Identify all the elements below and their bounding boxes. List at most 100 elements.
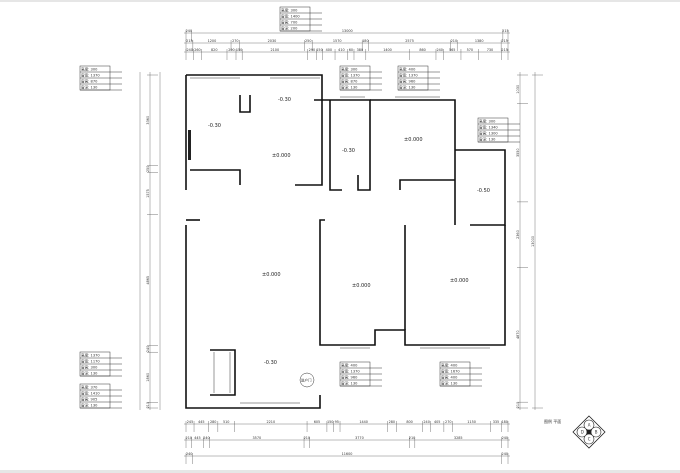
compass-icon: A B C D <box>572 415 606 449</box>
dimension-value: 280 <box>389 420 395 424</box>
legend-line: 高度: 300 <box>341 67 358 72</box>
scale-note: 图例 平面 <box>544 418 561 424</box>
legend-line: 高度: 1370 <box>81 353 100 358</box>
level-living-main: ±0.000 <box>262 272 281 278</box>
dimension-value: 240 <box>423 420 429 424</box>
dimension-value: 215 <box>186 39 192 43</box>
dimension-value: 240 <box>186 452 192 456</box>
dimension-value: 150 <box>236 48 242 52</box>
dimension-value: 13000 <box>342 29 353 33</box>
dimension-lines <box>139 30 543 464</box>
dimension-value: 3770 <box>355 436 364 440</box>
dimension-value: 240 <box>186 48 192 52</box>
dimension-value: 2210 <box>266 420 275 424</box>
level-balcony: -0.30 <box>264 360 277 366</box>
dimension-value: 400 <box>326 48 332 52</box>
dimension-value: 240 <box>146 346 150 352</box>
dimension-value: 215 <box>502 29 508 33</box>
legend-line: 窗高: 300 <box>81 365 98 370</box>
legend-line: 窗高: 905 <box>81 397 97 402</box>
legend-line: 窗高: 960 <box>399 79 416 84</box>
dimension-value: 860 <box>419 48 425 52</box>
legend-line: 窗宽: 1370 <box>341 369 360 374</box>
dimension-value: 1440 <box>359 420 368 424</box>
level-living-top: ±0.000 <box>272 153 291 159</box>
dimension-value: 240 <box>186 29 192 33</box>
legend-line: 窗深: 200 <box>281 26 298 31</box>
legend-line: 高度: 300 <box>479 119 496 124</box>
dimension-value: 605 <box>314 420 320 424</box>
legend-line: 窗宽: 1670 <box>441 369 460 374</box>
dimension-value: 2100 <box>270 48 279 52</box>
dimension-value: 2030 <box>268 39 277 43</box>
entry-door-label: 进户门 <box>301 378 312 383</box>
legend-line: 窗深: 130 <box>81 371 98 376</box>
top-border <box>0 0 680 2</box>
dimension-value: 270 <box>445 420 451 424</box>
dimension-value: 380 <box>357 48 363 52</box>
dimension-value: 1030 <box>516 85 520 94</box>
legend-line: 窗高: 400 <box>441 375 458 380</box>
dimension-value: 180 <box>362 39 368 43</box>
legend-line: 窗宽: 1400 <box>281 14 300 19</box>
level-bedroom-top-right: ±0.000 <box>404 137 423 143</box>
compass-letter: A <box>588 423 591 428</box>
dimension-value: 3360 <box>146 116 150 125</box>
legend-line: 窗宽: 1370 <box>341 73 360 78</box>
dimension-value: 210 <box>451 39 457 43</box>
dimension-value: 570 <box>467 48 473 52</box>
dimension-value: 150 <box>327 420 333 424</box>
dimension-value: 1200 <box>208 39 217 43</box>
dimension-value: 210 <box>409 436 415 440</box>
dimension-value: 210 <box>186 436 192 440</box>
dimension-value: 11600 <box>342 452 353 456</box>
dimension-value: 290 <box>309 48 315 52</box>
compass-letter: C <box>588 437 591 442</box>
dimension-value: 410 <box>338 48 344 52</box>
dimension-value: 1380 <box>475 39 484 43</box>
legend-line: 窗深: 130 <box>341 381 358 386</box>
dimension-value: 1400 <box>383 48 392 52</box>
dimension-value: 280 <box>210 420 216 424</box>
walls <box>185 74 506 409</box>
dimension-value: 13000 <box>531 236 535 247</box>
legend-line: 窗宽: 1340 <box>479 125 498 130</box>
dimension-value: 445 <box>194 436 200 440</box>
level-bedroom-right: ±0.000 <box>450 278 469 284</box>
dimension-value: 820 <box>211 48 217 52</box>
dimension-value: 565 <box>449 48 455 52</box>
dimension-value: 1150 <box>467 420 476 424</box>
level-bath: -0.30 <box>342 148 355 154</box>
dimension-value: 800 <box>406 420 412 424</box>
dimension-value: 290 <box>228 48 234 52</box>
legend-line: 高度: 400 <box>441 363 458 368</box>
level-storage: -0.30 <box>208 123 221 129</box>
legend-line: 窗深: 130 <box>479 137 496 142</box>
level-small-room: -0.50 <box>477 188 490 194</box>
dimension-value: 180 <box>501 420 507 424</box>
legend-line: 高度: 400 <box>341 363 358 368</box>
dimension-value: 4870 <box>516 330 520 339</box>
level-kitchen: -0.30 <box>278 97 291 103</box>
dimension-value: 510 <box>223 420 229 424</box>
dimension-value: 210 <box>304 436 310 440</box>
dimension-value: 210 <box>516 402 520 408</box>
dimension-value: 2360 <box>516 230 520 239</box>
dimension-value: 60 <box>349 48 353 52</box>
dimension-value: 240 <box>436 48 442 52</box>
dimension-value: 335 <box>493 420 499 424</box>
legend-line: 窗宽: 1410 <box>81 391 100 396</box>
dimension-value: 2575 <box>405 39 414 43</box>
legend-line: 窗深: 130 <box>81 85 98 90</box>
legend-line: 窗高: 700 <box>281 20 298 25</box>
legend-line: 窗宽: 1170 <box>81 359 100 364</box>
dimension-value: 3285 <box>454 436 463 440</box>
